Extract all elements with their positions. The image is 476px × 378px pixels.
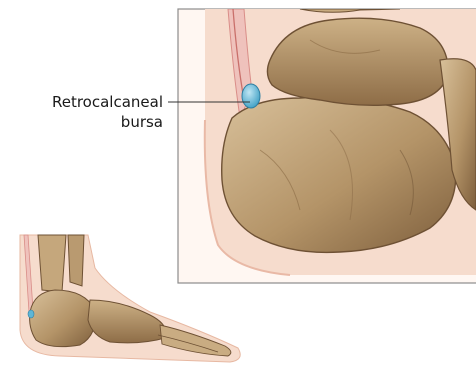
retrocalcaneal-bursa-label: Retrocalcaneal bursa	[52, 92, 163, 132]
label-line-1: Retrocalcaneal	[52, 92, 163, 112]
label-line-2: bursa	[52, 112, 163, 132]
talus-bone	[267, 18, 448, 105]
bursa-marker	[242, 84, 260, 108]
tibia-bone	[38, 235, 66, 292]
calcaneus-bone	[222, 97, 456, 252]
inset-panel	[178, 9, 476, 283]
